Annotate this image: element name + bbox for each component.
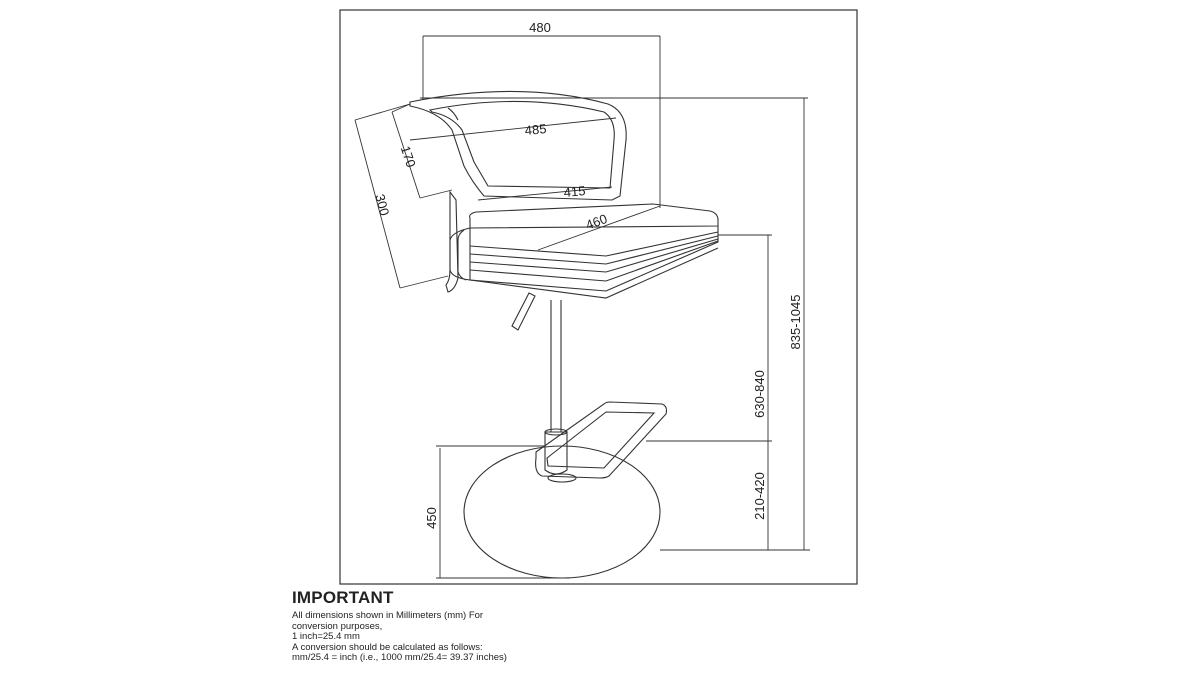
dim-seat-height-label: 630-840 [752, 370, 767, 418]
dim-back-ext-2 [391, 103, 411, 113]
back-support-arm [445, 190, 459, 293]
note-line-4: A conversion should be calculated as fol… [292, 641, 483, 653]
gas-lever [511, 292, 536, 331]
seat-bottom [469, 247, 719, 299]
backrest-outer [409, 90, 627, 201]
seat-side-front [469, 226, 719, 292]
column-foot [547, 473, 577, 483]
dim-seat-width-line [537, 205, 661, 251]
note-line-3: 1 inch=25.4 mm [292, 631, 360, 642]
seat-top [469, 203, 719, 229]
dimension-lines [354, 35, 810, 579]
note-line-5: mm/25.4 = inch (i.e., 1000 mm/25.4= 39.3… [292, 652, 507, 663]
footrest-outer [535, 401, 668, 479]
seat-groove-3 [469, 238, 719, 273]
dim-back-ext-4 [419, 189, 453, 199]
dim-overall-width-label: 480 [529, 20, 551, 35]
dim-back-height-line [391, 111, 421, 199]
seat-rim-inner [457, 229, 467, 281]
dim-back-ext-1 [354, 103, 411, 121]
dim-back-width-label: 485 [524, 121, 547, 138]
column-collar-ring [544, 428, 568, 436]
dim-footrest-height-label: 210-420 [752, 472, 767, 520]
important-note: IMPORTANT All dimensions shown in Millim… [292, 588, 612, 664]
backrest-band [447, 107, 459, 121]
dim-back-width-line [409, 117, 617, 141]
dim-seat-width-label: 460 [584, 211, 610, 233]
dim-base-label: 450 [424, 507, 439, 529]
dim-back-ext-3 [399, 275, 449, 289]
drawing-frame [339, 9, 858, 585]
seat-rim [449, 227, 471, 281]
note-line-2: conversion purposes, [292, 620, 383, 632]
footrest-inner [546, 411, 656, 469]
dim-back-height-label: 170 [398, 144, 419, 169]
note-line-1: All dimensions shown in Millimeters (mm)… [292, 610, 484, 621]
seat-groove-1 [469, 231, 719, 257]
stool [409, 90, 719, 579]
stool-base [463, 445, 661, 579]
dim-seat-back-depth-label: 300 [372, 192, 392, 217]
seat-groove-4 [469, 240, 719, 282]
seat-groove-2 [469, 235, 719, 265]
dim-seat-depth-line [477, 186, 613, 201]
dim-seat-back-depth-line [354, 119, 401, 289]
dim-overall-height-label: 835-1045 [788, 295, 803, 350]
backrest-inner [428, 100, 615, 189]
dimension-labels: 480 485 415 460 170 300 835-1045 630-840… [372, 20, 803, 529]
important-title: IMPORTANT [292, 588, 394, 607]
dim-seat-depth-label: 415 [563, 183, 586, 200]
